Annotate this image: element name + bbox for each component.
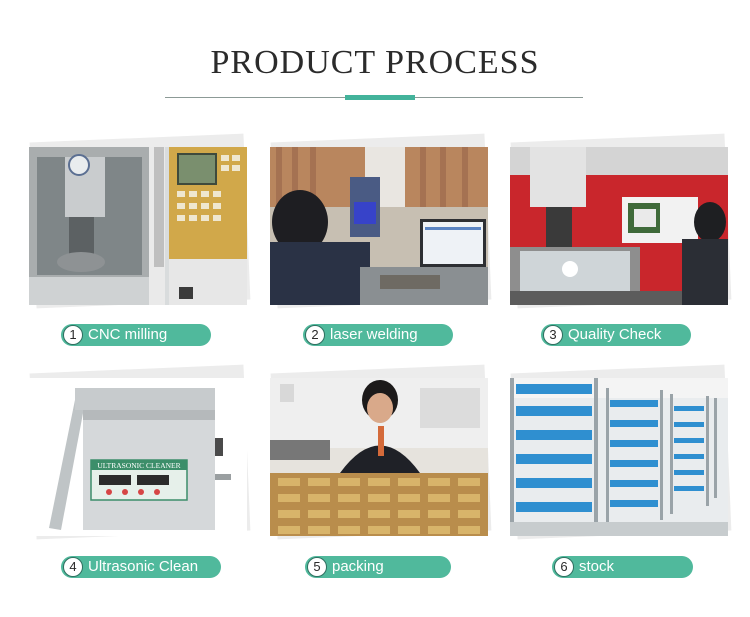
step-number-badge: 6 [554, 557, 574, 577]
photo-quality-inspection-station [510, 147, 728, 305]
step-number-badge: 2 [305, 325, 325, 345]
photo-card-cnc-milling [29, 133, 251, 309]
step-label-text: laser welding [330, 326, 418, 343]
step-label-quality-check: 3 Quality Check [541, 324, 691, 346]
photo-card-quality-check [510, 133, 732, 309]
step-label-stock: 6 stock [552, 556, 693, 578]
step-label-text: Quality Check [568, 326, 662, 343]
photo-packing-worker [270, 378, 488, 536]
photo-card-stock [510, 364, 732, 540]
photo-laser-welding-station [270, 147, 488, 305]
step-number-badge: 3 [543, 325, 563, 345]
photo-card-ultrasonic-clean: ULTRASONIC CLEANER [29, 364, 251, 540]
step-label-text: stock [579, 558, 615, 575]
cleaner-panel-label: ULTRASONIC CLEANER [97, 461, 180, 470]
photo-cnc-machine [29, 147, 247, 305]
step-label-packing: 5 packing [305, 556, 451, 578]
step-label-text: packing [332, 558, 384, 575]
step-number-badge: 1 [63, 325, 83, 345]
step-number-badge: 4 [63, 557, 83, 577]
step-label-ultrasonic-clean: 4 Ultrasonic Clean [61, 556, 221, 578]
step-label-laser-welding: 2 laser welding [303, 324, 453, 346]
step-label-text: Ultrasonic Clean [88, 558, 199, 575]
step-number-badge: 5 [307, 557, 327, 577]
page-title: PRODUCT PROCESS [210, 44, 540, 81]
photo-card-laser-welding [270, 133, 492, 309]
title-accent-bar [345, 95, 415, 100]
photo-ultrasonic-cleaner: ULTRASONIC CLEANER [29, 378, 247, 536]
photo-warehouse-shelves [510, 378, 728, 536]
photo-card-packing [270, 364, 492, 540]
step-label-cnc-milling: 1 CNC milling [61, 324, 211, 346]
step-label-text: CNC milling [88, 326, 168, 343]
